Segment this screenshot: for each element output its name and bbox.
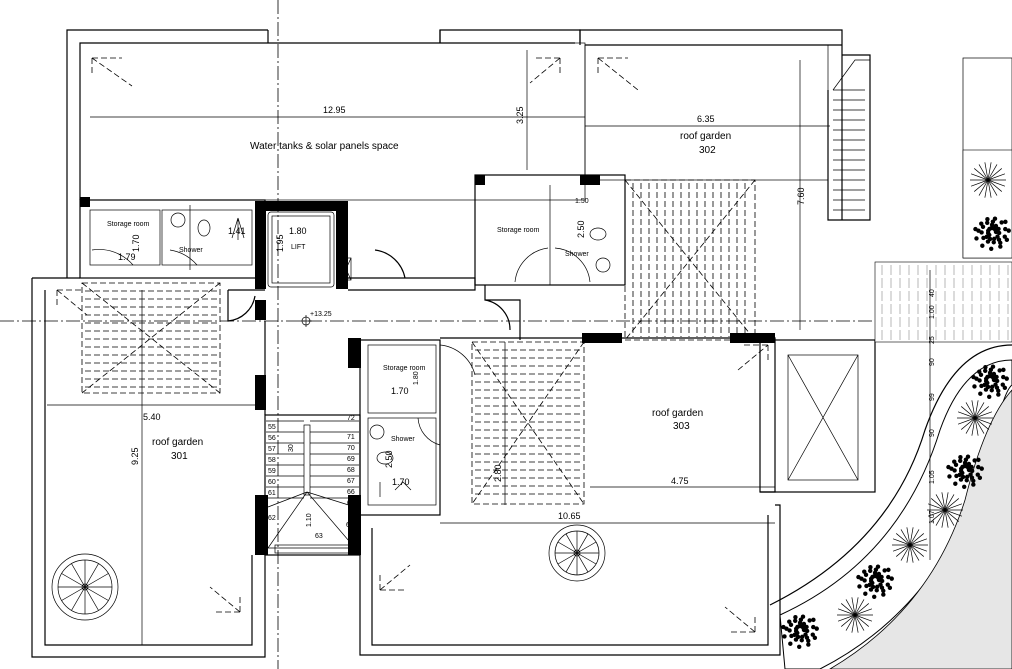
stair-number: 67 [347,478,355,485]
shrub-plant-icon [856,564,894,599]
level-marker [300,315,312,327]
dim-lift-h: 1.95 [275,234,285,252]
garden-301-area [31,277,266,658]
stair-number: 56 [268,435,276,442]
dim-storage3-h: 1.80 [413,371,420,385]
main-staircase [255,338,361,556]
dim-storage3-w: 1.70 [391,386,409,396]
stair-number: 66 [347,489,355,496]
stair-number: 60 [268,479,276,486]
spiral-stair-303 [548,524,606,582]
water-tank-area [66,29,586,278]
label-302: 302 [699,145,716,156]
dim-right-chain: 40 [929,289,936,297]
label-roof-garden-301: roof garden [152,437,203,448]
label-shower-2: Shower [565,251,589,258]
label-storage-room-2: Storage room [497,227,540,234]
dim-right-chain: 1.07 [929,510,936,524]
dim-garden303-h: 2.80 [493,464,503,482]
dim-right-chain: 90 [929,358,936,366]
label-water-tanks: Water tanks & solar panels space [250,141,399,152]
stair-number: 70 [347,445,355,452]
dimension-lines [47,50,931,645]
dim-shower3-h: 2.50 [384,450,394,468]
palm-plant-icon [970,162,1006,198]
stair-number: 55 [268,424,276,431]
dim-right-chain: 90 [929,429,936,437]
dim-top-width: 12.95 [323,105,346,115]
external-stair [832,59,870,211]
stair-number: 61 [268,490,276,497]
label-roof-garden-303: roof garden [652,408,703,419]
dim-stair-tread: 30 [288,444,295,452]
stair-number-top: 72 [347,415,355,422]
label-301: 301 [171,451,188,462]
spiral-stair-301 [51,553,119,621]
stair-number: 64 [346,522,354,529]
garden-303-area [359,333,876,656]
shrub-plant-icon [971,364,1009,399]
stair-number: 68 [347,467,355,474]
dim-storage2-h: 2.50 [576,220,586,238]
palm-plant-icon [957,400,993,436]
dim-garden302-width: 6.35 [697,114,715,124]
dim-right-chain: 99 [929,393,936,401]
label-storage-room-1: Storage room [107,221,150,228]
dim-garden303-total: 10.65 [558,511,581,521]
dim-wc1: 1.41 [228,226,246,236]
label-lift: LIFT [291,244,306,251]
dim-garden303-w: 4.75 [671,476,689,486]
dim-right-chain: 1.00 [929,305,936,319]
paving-grid-3 [471,341,585,505]
paving-grid-2 [624,179,756,341]
dim-garden301-w: 5.40 [143,412,161,422]
dim-top-depth: 3.25 [515,106,525,124]
shrub-plant-icon [781,614,819,649]
dim-garden301-h: 9.25 [130,447,140,465]
dim-stair-landing: 1.10 [306,513,313,527]
stair-number: 69 [347,456,355,463]
landscape-strip [769,57,1012,669]
label-shower-3: Shower [391,436,415,443]
garden-302-area [579,29,871,371]
storage-shower-block-3 [359,339,476,516]
dim-right-chain: 1.05 [929,470,936,484]
label-roof-garden-302: roof garden [680,131,731,142]
label-303: 303 [673,421,690,432]
palm-plant-icon [892,527,928,563]
label-storage-room-3: Storage room [383,365,426,372]
label-shower-1: Shower [179,247,203,254]
dim-storage1-h: 1.70 [131,234,141,252]
dim-garden302-depth: 7.60 [796,187,806,205]
stair-number: 59 [268,468,276,475]
stair-number: 65 [347,500,355,507]
storage-shower-block-1 [79,199,266,279]
dim-storage1-w: 1.79 [118,252,136,262]
level-value: +13.25 [310,311,332,318]
shrub-plant-icon [946,454,984,489]
palm-plant-icon [837,597,873,633]
dim-right-chain: 25 [929,336,936,344]
dim-lift-w: 1.80 [289,226,307,236]
stair-number: 62 [268,515,276,522]
stair-number: 57 [268,446,276,453]
dim-wc2: 1.50 [575,198,589,205]
storage-shower-block-2 [474,174,626,340]
stair-number: 63 [315,533,323,540]
shrub-plant-icon [973,216,1011,251]
stair-number: 71 [347,434,355,441]
stair-number: 58 [268,457,276,464]
paving-grid-1 [81,282,221,394]
lift-shaft [255,201,352,289]
dim-shower3-w: 1.70 [392,477,410,487]
